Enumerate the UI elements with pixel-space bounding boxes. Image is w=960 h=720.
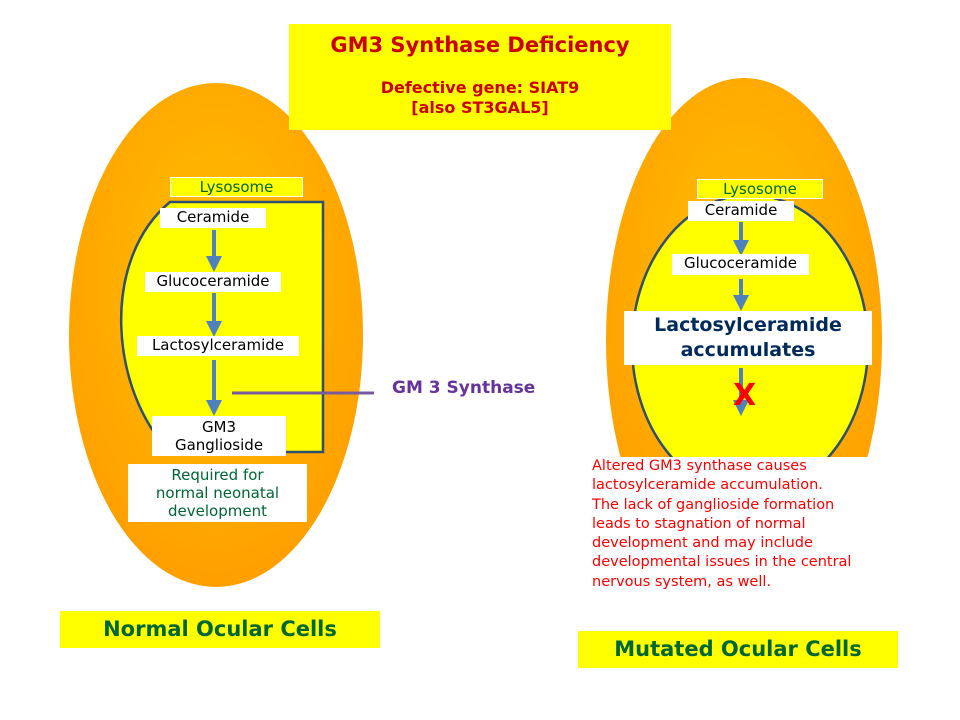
gm3-label: GM3 [201, 418, 237, 436]
enzyme-label: GM 3 Synthase [392, 378, 536, 398]
required-line-1: Required for [171, 466, 264, 484]
desc-line: nervous system, as well. [592, 573, 772, 590]
defective-gene-line: Defective gene: SIAT9 [380, 78, 580, 97]
desc-line: Altered GM3 synthase causes [592, 458, 807, 474]
desc-line: lactosylceramide accumulation. [592, 477, 823, 494]
normal-step-glucoceramide: Glucoceramide [145, 272, 281, 292]
diagram-title: GM3 Synthase Deficiency [330, 33, 630, 57]
mutated-lysosome-label: Lysosome [697, 179, 823, 199]
desc-line: The lack of ganglioside formation [592, 496, 835, 513]
normal-lysosome-shape [120, 200, 325, 454]
required-line-2: normal neonatal [155, 484, 280, 502]
mutation-description: Altered GM3 synthase causes lactosylcera… [592, 457, 922, 592]
title-box: GM3 Synthase Deficiency Defective gene: … [289, 24, 671, 130]
accumulation-line-2: accumulates [680, 339, 816, 361]
desc-line: development and may include [592, 535, 813, 552]
normal-step-ceramide: Ceramide [160, 208, 266, 228]
normal-lysosome-label: Lysosome [170, 177, 303, 197]
normal-cells-caption: Normal Ocular Cells [60, 611, 380, 648]
normal-step-lactosylceramide: Lactosylceramide [137, 336, 299, 356]
normal-step-gm3-ganglioside: GM3 Ganglioside [152, 416, 286, 456]
blocked-step-x-icon: X [733, 378, 757, 413]
mutated-step-ceramide: Ceramide [688, 201, 794, 221]
desc-line: leads to stagnation of normal [592, 515, 806, 532]
mutated-cells-caption: Mutated Ocular Cells [578, 631, 898, 668]
required-note: Required for normal neonatal development [128, 464, 307, 522]
mutated-step-glucoceramide: Glucoceramide [672, 254, 809, 275]
desc-line: developmental issues in the central [592, 554, 852, 571]
required-line-3: development [168, 502, 267, 520]
accumulation-box: Lactosylceramide accumulates [624, 311, 872, 365]
alias-gene-line: [also ST3GAL5] [411, 98, 549, 117]
accumulation-line-1: Lactosylceramide [654, 314, 842, 336]
ganglioside-label: Ganglioside [174, 436, 264, 454]
